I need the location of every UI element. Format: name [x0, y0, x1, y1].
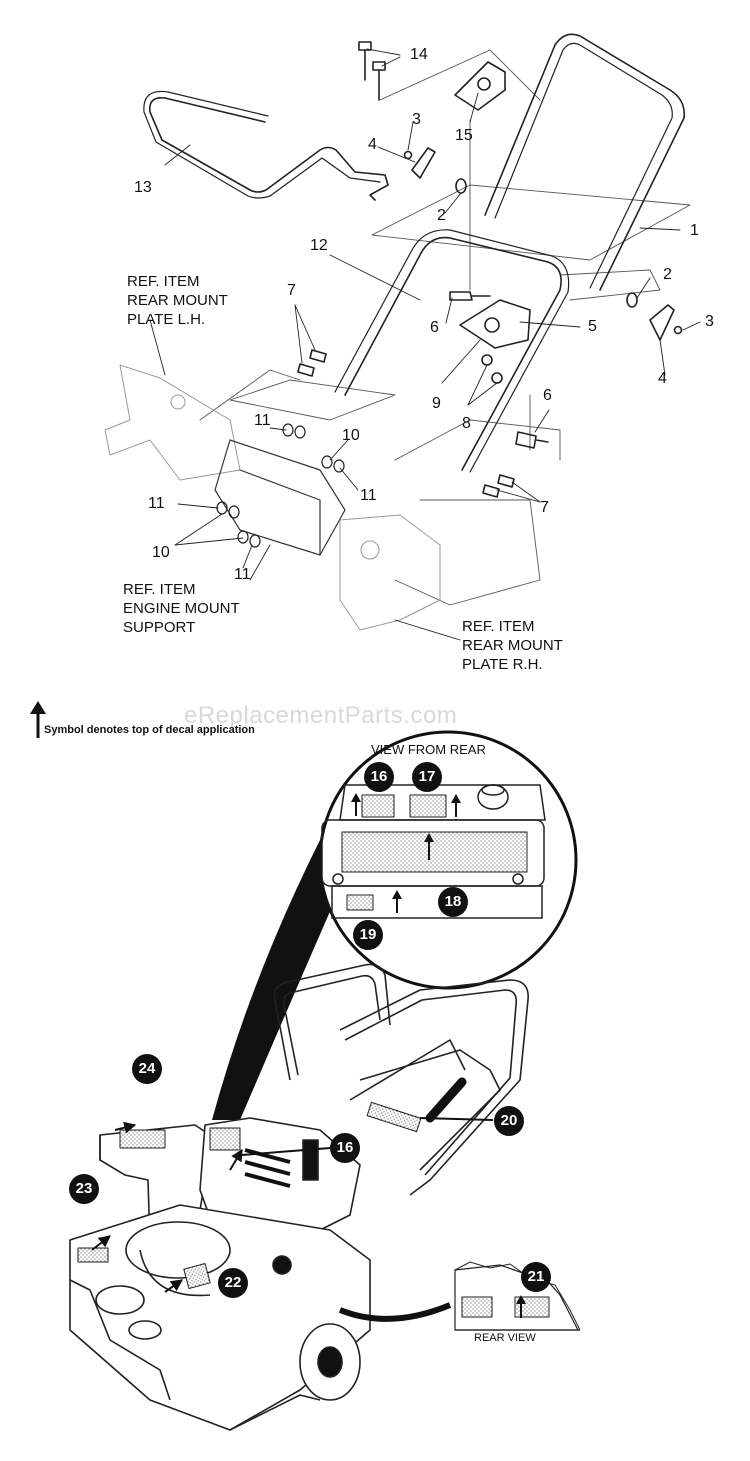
bracket-15	[454, 61, 506, 111]
ref-rear-mount-plate-lh: REF. ITEM REAR MOUNT PLATE L.H.	[127, 273, 228, 328]
rear-panel	[321, 784, 546, 919]
exploded-view	[104, 33, 701, 641]
callout-6-left: 6	[430, 319, 439, 336]
decal-badge-23: 23	[69, 1174, 99, 1204]
decal-badge-17: 17	[412, 762, 442, 792]
callout-15: 15	[455, 127, 473, 144]
callout-9: 9	[432, 395, 441, 412]
watermark: eReplacementParts.com	[184, 702, 458, 729]
callout-4-right: 4	[658, 370, 667, 387]
up-arrow-icon	[30, 701, 46, 738]
leader-lines	[149, 48, 701, 641]
decal-arrows	[351, 793, 461, 913]
handle-bar-13	[148, 96, 389, 201]
decal-badge-20: 20	[494, 1106, 524, 1136]
callout-14: 14	[410, 46, 428, 63]
lower-handle-12	[344, 236, 562, 471]
callout-11-d: 11	[234, 566, 251, 583]
rear-view-label: REAR VIEW	[474, 1332, 536, 1344]
thrower-decal-arrows	[91, 1117, 494, 1293]
callout-5: 5	[588, 318, 597, 335]
rear-mount-plate-rh	[339, 514, 441, 631]
engine-mount-support	[214, 439, 346, 556]
decal-badge-18: 18	[438, 887, 468, 917]
callout-8: 8	[462, 415, 471, 432]
callout-11-c: 11	[360, 487, 377, 504]
callout-3-right: 3	[705, 313, 714, 330]
callout-11-b: 11	[148, 495, 165, 512]
legend-text: Symbol denotes top of decal application	[44, 724, 255, 736]
decal-badge-24: 24	[132, 1054, 162, 1084]
callout-10-a: 10	[342, 427, 360, 444]
callout-3-left: 3	[412, 111, 421, 128]
view-from-rear-label: VIEW FROM REAR	[371, 742, 486, 757]
callout-2-right: 2	[663, 266, 672, 283]
bolts-14	[358, 41, 386, 101]
callout-7-left: 7	[287, 282, 296, 299]
callout-6-right: 6	[543, 387, 552, 404]
callout-10-b: 10	[152, 544, 170, 561]
upper-handle-1	[484, 33, 686, 291]
decal-badge-16-front: 16	[330, 1133, 360, 1163]
rear-mount-plate-lh	[104, 364, 241, 481]
callout-4-left: 4	[368, 136, 377, 153]
ref-engine-mount-support: REF. ITEM ENGINE MOUNT SUPPORT	[123, 581, 240, 636]
legend: Symbol denotes top of decal application	[30, 700, 350, 740]
callout-12: 12	[310, 237, 328, 254]
callout-7-right: 7	[540, 499, 549, 516]
decal-badge-19: 19	[353, 920, 383, 950]
decal-badge-22: 22	[218, 1268, 248, 1298]
decal-badge-16-rear: 16	[364, 762, 394, 792]
snow-thrower	[69, 963, 529, 1431]
callout-11-a: 11	[254, 412, 271, 429]
callout-2-left: 2	[437, 207, 446, 224]
decal-badge-21: 21	[521, 1262, 551, 1292]
assembly-planes	[199, 49, 691, 606]
bracket-5	[459, 299, 531, 349]
ref-rear-mount-plate-rh: REF. ITEM REAR MOUNT PLATE R.H.	[462, 618, 563, 673]
callout-1: 1	[690, 222, 699, 239]
callout-13: 13	[134, 179, 152, 196]
